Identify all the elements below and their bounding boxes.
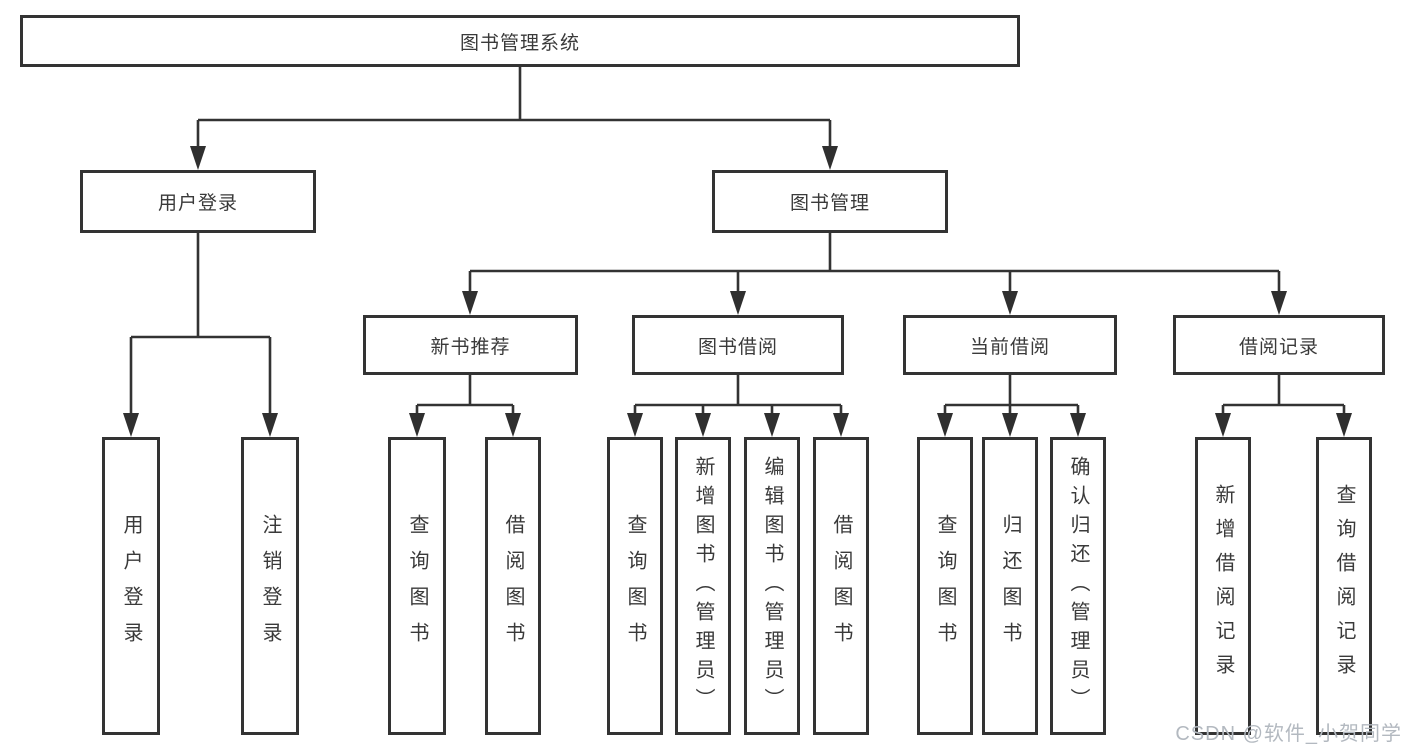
tree-edges xyxy=(129,67,1346,419)
leaf-borrow-books: 借阅图书 xyxy=(813,437,869,735)
csdn-watermark: CSDN @软件_小贺同学 xyxy=(1175,723,1402,745)
node-label: 用户登录 xyxy=(157,193,238,214)
node-label: 确认归还（管理员） xyxy=(1067,455,1089,717)
leaf-add-books-admin: 新增图书（管理员） xyxy=(675,437,731,735)
leaf-logout: 注销登录 xyxy=(241,437,299,735)
node-label: 借阅记录 xyxy=(1238,336,1319,358)
node-label: 图书管理 xyxy=(789,193,870,214)
leaf-confirm-return-admin: 确认归还（管理员） xyxy=(1050,437,1106,735)
node-label: 当前借阅 xyxy=(969,336,1050,358)
leaf-query-borrow-record: 查询借阅记录 xyxy=(1316,437,1372,735)
leaf-query-books-current: 查询图书 xyxy=(917,437,973,735)
node-label: 查询图书 xyxy=(624,514,646,658)
node-label: 图书借阅 xyxy=(697,336,778,358)
node-root-system: 图书管理系统 xyxy=(20,15,1020,67)
node-label: 新增图书（管理员） xyxy=(692,455,714,717)
node-label: 新增借阅记录 xyxy=(1212,484,1234,688)
node-label: 新书推荐 xyxy=(430,336,511,358)
node-new-book-recommend: 新书推荐 xyxy=(363,315,578,375)
leaf-return-books: 归还图书 xyxy=(982,437,1038,735)
node-book-management-branch: 图书管理 xyxy=(712,170,948,233)
leaf-edit-books-admin: 编辑图书（管理员） xyxy=(744,437,800,735)
leaf-user-login: 用户登录 xyxy=(102,437,160,735)
node-label: 归还图书 xyxy=(999,514,1021,658)
node-current-borrowing: 当前借阅 xyxy=(903,315,1117,375)
node-label: 注销登录 xyxy=(259,514,281,658)
node-user-login-branch: 用户登录 xyxy=(80,170,316,233)
leaf-query-books-borrow: 查询图书 xyxy=(607,437,663,735)
node-label: 借阅图书 xyxy=(502,514,524,658)
node-label: 编辑图书（管理员） xyxy=(761,455,783,717)
leaf-add-borrow-record: 新增借阅记录 xyxy=(1195,437,1251,735)
leaf-borrow-books-recommend: 借阅图书 xyxy=(485,437,541,735)
arrowheads xyxy=(123,146,1352,437)
node-label: 借阅图书 xyxy=(830,514,852,658)
node-label: 查询借阅记录 xyxy=(1333,484,1355,688)
node-label: 查询图书 xyxy=(406,514,428,658)
node-label: 图书管理系统 xyxy=(459,32,580,54)
leaf-query-books-recommend: 查询图书 xyxy=(388,437,446,735)
node-borrowing-records: 借阅记录 xyxy=(1173,315,1385,375)
node-label: 查询图书 xyxy=(934,514,956,658)
node-book-borrowing: 图书借阅 xyxy=(632,315,844,375)
node-label: 用户登录 xyxy=(120,514,142,658)
